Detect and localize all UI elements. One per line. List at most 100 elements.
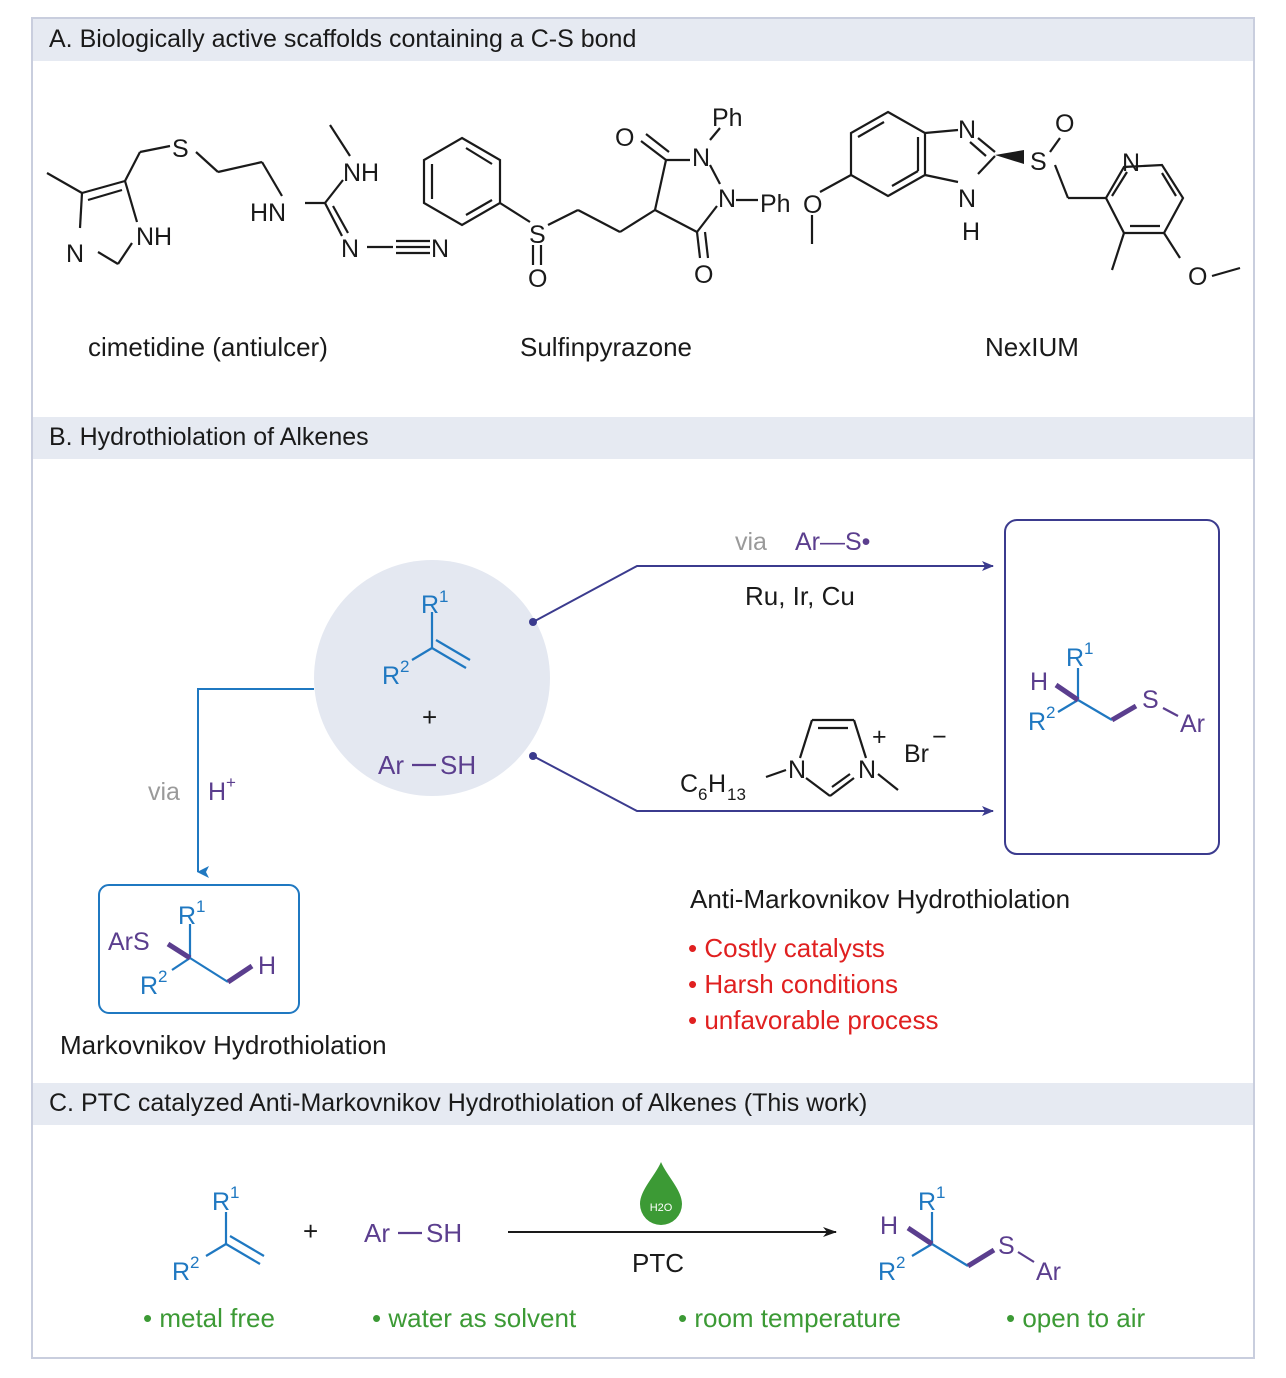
atom-label: R xyxy=(878,1258,896,1286)
thiol-b: Ar SH xyxy=(378,750,476,780)
section-c-title: C. PTC catalyzed Anti-Markovnikov Hydrot… xyxy=(49,1089,868,1117)
plus-sign-c: + xyxy=(303,1216,318,1246)
ptc-path-arrow xyxy=(532,755,994,816)
atom-label: R xyxy=(421,591,439,619)
nexium-label: NexIUM xyxy=(985,332,1079,362)
water-drop-icon: H2O xyxy=(640,1162,682,1225)
figure-frame xyxy=(31,17,1255,1359)
atom-label: Ph xyxy=(712,104,743,132)
atom-label: H xyxy=(258,952,276,980)
atom-label: Ar xyxy=(364,1218,390,1248)
alkene-c-labels: R 1 R 2 xyxy=(172,1183,239,1286)
via-label-radical: via xyxy=(735,528,767,556)
charge: + xyxy=(872,723,887,751)
radical-reagent: Ar—S• xyxy=(795,528,870,556)
atom-label: R xyxy=(1066,644,1084,672)
superscript: 1 xyxy=(1084,639,1093,658)
superscript: 2 xyxy=(896,1253,905,1272)
proton-charge: + xyxy=(226,773,236,792)
atom-label: N xyxy=(1122,149,1140,177)
atom-label: NH xyxy=(343,159,379,187)
anti-markovnikov-label: Anti-Markovnikov Hydrothiolation xyxy=(690,884,1070,914)
atom-label: R xyxy=(178,902,196,930)
proton-label: H xyxy=(208,778,226,806)
sulfinpyrazone-atoms: S O O N Ph N Ph O xyxy=(528,104,791,293)
atom-label: Ph xyxy=(760,190,791,218)
atom-label: S xyxy=(529,221,546,249)
features-list: • metal free • water as solvent • room t… xyxy=(143,1303,1146,1333)
atom-label: S xyxy=(1030,148,1047,176)
nexium-atoms: N N H S O O N O xyxy=(803,110,1207,291)
superscript: 1 xyxy=(439,587,448,606)
section-a-title: A. Biologically active scaffolds contain… xyxy=(49,25,637,53)
cimetidine-atoms: S N NH HN NH N N xyxy=(66,135,449,268)
alkene-b-labels: R 1 R 2 xyxy=(382,587,448,690)
atom-label: Ar xyxy=(1036,1258,1061,1286)
atom-label: H xyxy=(1030,668,1048,696)
atom-label: Ar xyxy=(1180,710,1205,738)
imidazolium-structure xyxy=(765,718,899,797)
atom-label: O xyxy=(615,124,634,152)
atom-label: O xyxy=(528,265,547,293)
atom-label: N xyxy=(431,235,449,263)
atom-label: H xyxy=(708,770,726,798)
atom-label: O xyxy=(1188,263,1207,291)
atom-label: H xyxy=(962,218,980,246)
superscript: 2 xyxy=(190,1253,199,1272)
atom-label: S xyxy=(998,1232,1015,1260)
superscript: 1 xyxy=(230,1183,239,1202)
drawback-item: • Costly catalysts xyxy=(688,933,885,963)
atom-label: N xyxy=(66,240,84,268)
feature-item: • water as solvent xyxy=(372,1303,577,1333)
section-a-header: A. Biologically active scaffolds contain… xyxy=(33,19,1253,61)
drop-label: H2O xyxy=(650,1202,673,1214)
atom-label: SH xyxy=(426,1218,462,1248)
markovnikov-label: Markovnikov Hydrothiolation xyxy=(60,1030,387,1060)
radical-path-arrow xyxy=(532,561,994,623)
atom-label: N xyxy=(788,756,806,784)
superscript: 2 xyxy=(158,967,167,986)
atom-label: ArS xyxy=(108,928,150,956)
reactant-circle xyxy=(314,560,550,796)
section-c-header: C. PTC catalyzed Anti-Markovnikov Hydrot… xyxy=(33,1083,1253,1125)
markovnikov-product: ArS R 1 R 2 H xyxy=(108,897,276,1000)
anti-product-b: H R 1 R 2 S Ar xyxy=(1028,639,1205,738)
superscript: 1 xyxy=(936,1183,945,1202)
atom-label: N xyxy=(718,185,736,213)
anti-product-box xyxy=(1004,519,1220,855)
nexium-structure xyxy=(810,110,1241,278)
drawback-item: • unfavorable process xyxy=(688,1005,938,1035)
atom-label: N xyxy=(858,756,876,784)
atom-label: R xyxy=(918,1188,936,1216)
atom-label: R xyxy=(1028,708,1046,736)
via-label-acid: via xyxy=(148,778,180,806)
wedge-bond xyxy=(995,150,1024,164)
atom-label: N xyxy=(341,235,359,263)
markovnikov-path-arrow xyxy=(197,688,314,878)
atom-label: O xyxy=(803,191,822,219)
subscript: 6 xyxy=(698,785,707,804)
counterion: Br xyxy=(904,740,929,768)
atom-label: R xyxy=(382,662,400,690)
atom-label: N xyxy=(958,116,976,144)
product-c: H R 1 R 2 S Ar xyxy=(878,1183,1061,1286)
section-b-title: B. Hydrothiolation of Alkenes xyxy=(49,423,369,451)
metal-catalysts: Ru, Ir, Cu xyxy=(745,581,855,611)
drawbacks-list: • Costly catalysts • Harsh conditions • … xyxy=(688,933,938,1035)
plus-sign: + xyxy=(422,702,437,732)
drawback-item: • Harsh conditions xyxy=(688,969,898,999)
atom-label: Ar xyxy=(378,750,404,780)
atom-label: N xyxy=(958,185,976,213)
ptc-label: PTC xyxy=(632,1248,684,1278)
atom-label: S xyxy=(172,135,189,163)
imidazolium-atoms: C 6 H 13 N N + Br − xyxy=(680,723,947,804)
cimetidine-label: cimetidine (antiulcer) xyxy=(88,332,328,362)
atom-label: HN xyxy=(250,199,286,227)
sulfinpyrazone-label: Sulfinpyrazone xyxy=(520,332,692,362)
atom-label: C xyxy=(680,770,698,798)
superscript: 2 xyxy=(1046,703,1055,722)
atom-label: S xyxy=(1142,686,1159,714)
atom-label: R xyxy=(172,1258,190,1286)
section-b-header: B. Hydrothiolation of Alkenes xyxy=(33,417,1253,459)
